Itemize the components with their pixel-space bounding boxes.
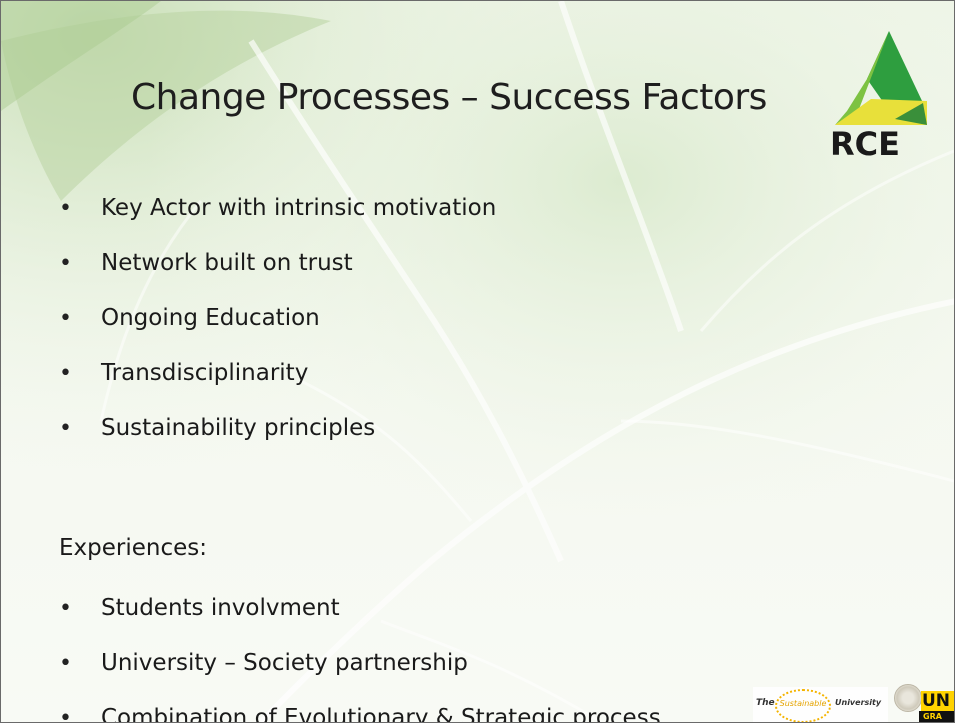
bullet-icon: • [59, 361, 72, 386]
success-factors-list: • Key Actor with intrinsic motivation • Ne… [59, 181, 496, 456]
rce-logo-text: RCE [830, 125, 900, 163]
bullet-icon: • [59, 416, 72, 441]
list-item-text: Combination of Evolutionary & Strategic … [101, 705, 661, 723]
university-logo-subtext: GRA [923, 712, 942, 721]
list-item-text: Sustainability principles [101, 415, 376, 441]
list-item-text: Transdisciplinarity [101, 360, 309, 386]
list-item: • Ongoing Education [59, 291, 496, 346]
list-item-text: Ongoing Education [101, 305, 320, 331]
bullet-icon: • [59, 251, 72, 276]
list-item: • Transdisciplinarity [59, 346, 496, 401]
experiences-list: • Students involvment • University – Socie… [59, 581, 661, 723]
university-seal-icon [894, 684, 922, 712]
list-item-text: Key Actor with intrinsic motivation [101, 195, 497, 221]
experiences-heading: Experiences: [59, 535, 207, 561]
list-item: • Students involvment [59, 581, 661, 636]
list-item-text: University – Society partnership [101, 650, 468, 676]
rce-logo-icon [835, 31, 927, 125]
university-logo-band [919, 711, 954, 722]
list-item: • Key Actor with intrinsic motivation [59, 181, 496, 236]
list-item: • Combination of Evolutionary & Strategic… [59, 691, 661, 723]
list-item-text: Network built on trust [101, 250, 353, 276]
sustainable-logo-word: Sustainable [779, 699, 827, 708]
slide-title: Change Processes – Success Factors [131, 77, 767, 118]
list-item: • Sustainability principles [59, 401, 496, 456]
bullet-icon: • [59, 651, 72, 676]
sustainable-university-logo: The Sustainable University [753, 687, 888, 722]
sustainable-logo-university: University [835, 698, 882, 707]
sustainable-ring-icon [775, 689, 831, 722]
list-item-text: Students involvment [101, 595, 340, 621]
bullet-icon: • [59, 196, 72, 221]
bullet-icon: • [59, 706, 72, 723]
list-item: • Network built on trust [59, 236, 496, 291]
sustainable-logo-the: The [756, 698, 775, 708]
university-logo-text: UN [922, 691, 951, 711]
bullet-icon: • [59, 596, 72, 621]
list-item: • University – Society partnership [59, 636, 661, 691]
bullet-icon: • [59, 306, 72, 331]
